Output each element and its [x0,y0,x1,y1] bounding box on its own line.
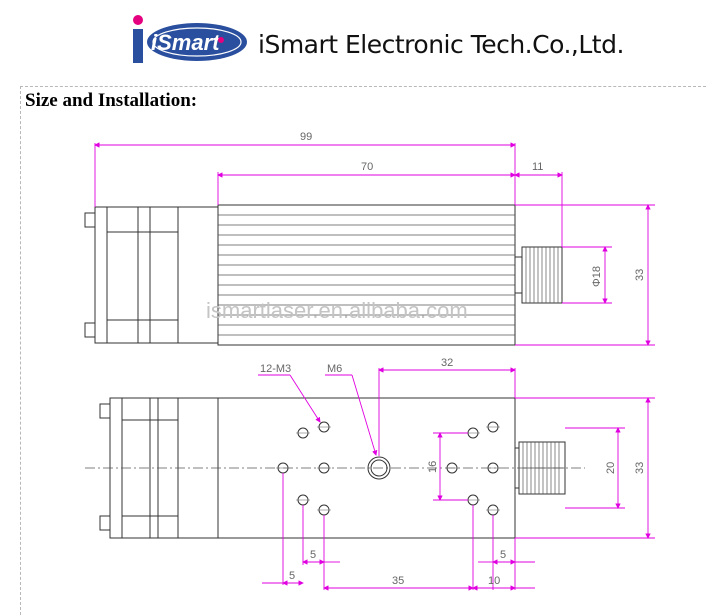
top-view [84,204,563,346]
dim-center-to-lens: 32 [441,357,453,369]
bottom-view-dimensions [258,367,655,591]
mounting-holes [277,421,499,516]
section-title: Size and Installation: [25,90,198,111]
fan-tab-bottom-upper [99,403,111,419]
dim-overall-length: 99 [300,131,312,143]
content-border [20,86,21,615]
section-divider [20,86,706,87]
dim-body-length: 70 [361,161,373,173]
fan-housing-top [94,206,219,344]
fan-tab-bottom-lower [99,515,111,531]
center-m6-hole [367,456,391,480]
dim-spacing-a: 5 [310,549,316,561]
dim-height-top: 33 [634,269,646,281]
dim-height-bottom: 33 [634,462,646,474]
ismart-logo: iSmart [133,15,247,63]
dim-center-hole-label: M6 [327,363,342,375]
dim-lens-length: 11 [532,161,543,173]
dim-hole-vertical-span: 16 [427,461,439,473]
dim-holes-label: 12-M3 [260,363,291,375]
lens-collar-top [514,256,523,294]
dim-spacing-e: 5 [500,549,506,561]
page-header: iSmart iSmart Electronic Tech.Co.,Ltd. [0,0,707,85]
watermark: ismartlaser.en.alibaba.com [206,298,468,323]
dim-lens-width: 20 [605,462,617,474]
dim-lens-diameter: Φ18 [591,266,603,287]
dim-spacing-b: 5 [289,570,295,582]
logo-text: iSmart [151,30,221,55]
top-view-dimensions [94,142,655,346]
company-name: iSmart Electronic Tech.Co.,Ltd. [258,30,624,59]
fan-tab-upper [84,212,96,228]
fan-tab-lower [84,322,96,338]
dim-spacing-c: 35 [392,575,404,587]
dim-spacing-d: 10 [488,575,500,587]
